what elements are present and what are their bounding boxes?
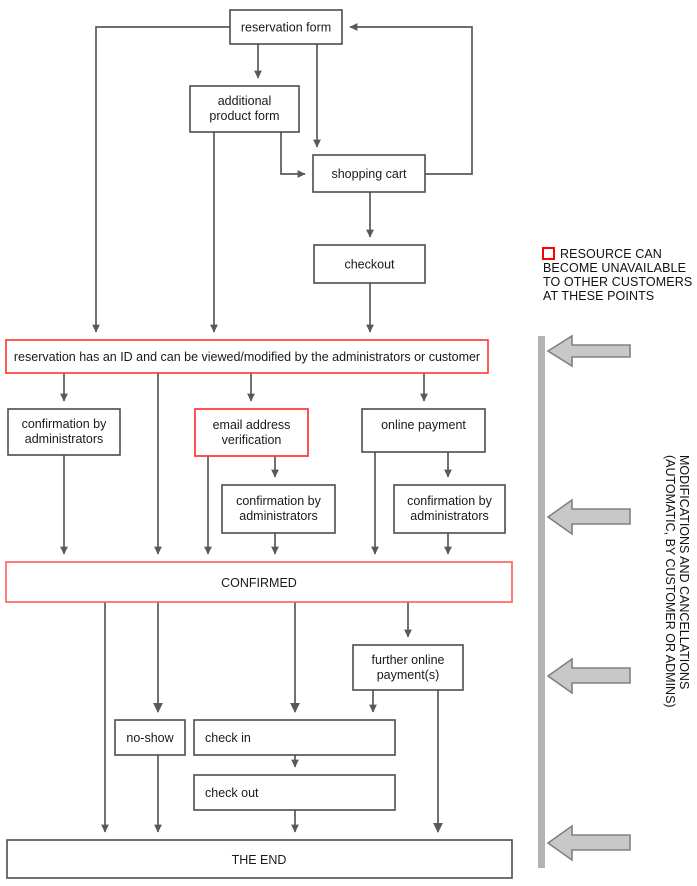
- side-annotation: MODIFICATIONS AND CANCELLATIONS (AUTOMAT…: [663, 455, 691, 708]
- gray-vertical-bar: [538, 336, 545, 868]
- left-arrow-icon-1: [546, 334, 631, 368]
- node-label: check out: [205, 786, 259, 800]
- node-online-payment[interactable]: online payment: [361, 408, 486, 453]
- legend-line-4: AT THESE POINTS: [543, 289, 654, 303]
- node-further-online-payments[interactable]: further online payment(s): [352, 644, 464, 691]
- node-label-line2: payment(s): [377, 668, 440, 682]
- node-label: THE END: [232, 853, 287, 867]
- node-label-line2: verification: [222, 433, 282, 447]
- left-arrow-icon-2: [546, 498, 631, 536]
- node-label-line2: administrators: [410, 509, 489, 523]
- node-confirmation-admins-2[interactable]: confirmation by administrators: [221, 484, 336, 534]
- left-arrow-icon-3: [546, 657, 631, 695]
- side-annotation-line-2: (AUTOMATIC, BY CUSTOMER OR ADMINS): [663, 455, 677, 708]
- node-label: reservation has an ID and can be viewed/…: [14, 350, 480, 364]
- node-no-show[interactable]: no-show: [114, 719, 186, 756]
- red-square-swatch-icon: [542, 247, 555, 260]
- node-label: shopping cart: [331, 167, 407, 181]
- left-arrow-icon-4: [546, 824, 631, 862]
- node-check-out[interactable]: check out: [193, 774, 396, 811]
- edge-resform-to-idbar: [92, 26, 230, 333]
- legend: RESOURCE CAN BECOME UNAVAILABLE TO OTHER…: [542, 247, 692, 303]
- legend-line-1: RESOURCE CAN: [560, 247, 662, 261]
- node-email-address-verification[interactable]: email address verification: [194, 408, 309, 457]
- node-check-in[interactable]: check in: [193, 719, 396, 756]
- node-confirmation-admins-1[interactable]: confirmation by administrators: [7, 408, 121, 456]
- edge-cart-to-resform: [349, 23, 473, 175]
- node-the-end[interactable]: THE END: [6, 839, 513, 879]
- node-confirmed-bar[interactable]: CONFIRMED: [5, 561, 513, 603]
- node-label-line2: product form: [209, 109, 279, 123]
- node-label-line1: confirmation by: [407, 494, 493, 508]
- node-label: no-show: [126, 731, 174, 745]
- modifications-scale-bar: [538, 334, 631, 868]
- node-label-line2: administrators: [25, 432, 104, 446]
- edge-addform-to-cart: [280, 132, 306, 178]
- node-label: CONFIRMED: [221, 576, 297, 590]
- node-shopping-cart[interactable]: shopping cart: [312, 154, 426, 193]
- node-label-line1: further online: [372, 653, 445, 667]
- node-label-line1: additional: [218, 94, 272, 108]
- node-label-line1: confirmation by: [236, 494, 322, 508]
- side-annotation-line-1: MODIFICATIONS AND CANCELLATIONS: [677, 455, 691, 689]
- node-checkout[interactable]: checkout: [313, 244, 426, 284]
- node-label: online payment: [381, 418, 466, 432]
- node-label-line1: email address: [213, 418, 291, 432]
- node-reservation-form[interactable]: reservation form: [229, 9, 343, 45]
- legend-line-2: BECOME UNAVAILABLE: [543, 261, 686, 275]
- node-confirmation-admins-3[interactable]: confirmation by administrators: [393, 484, 506, 534]
- node-label: checkout: [344, 258, 395, 272]
- node-label-line1: confirmation by: [22, 417, 108, 431]
- node-reservation-id-bar[interactable]: reservation has an ID and can be viewed/…: [5, 339, 489, 374]
- node-label: check in: [205, 731, 251, 745]
- node-label-line2: administrators: [239, 509, 318, 523]
- node-additional-product-form[interactable]: additional product form: [189, 85, 300, 133]
- edges-group: [60, 23, 473, 833]
- node-label: reservation form: [241, 21, 331, 35]
- legend-line-3: TO OTHER CUSTOMERS: [543, 275, 692, 289]
